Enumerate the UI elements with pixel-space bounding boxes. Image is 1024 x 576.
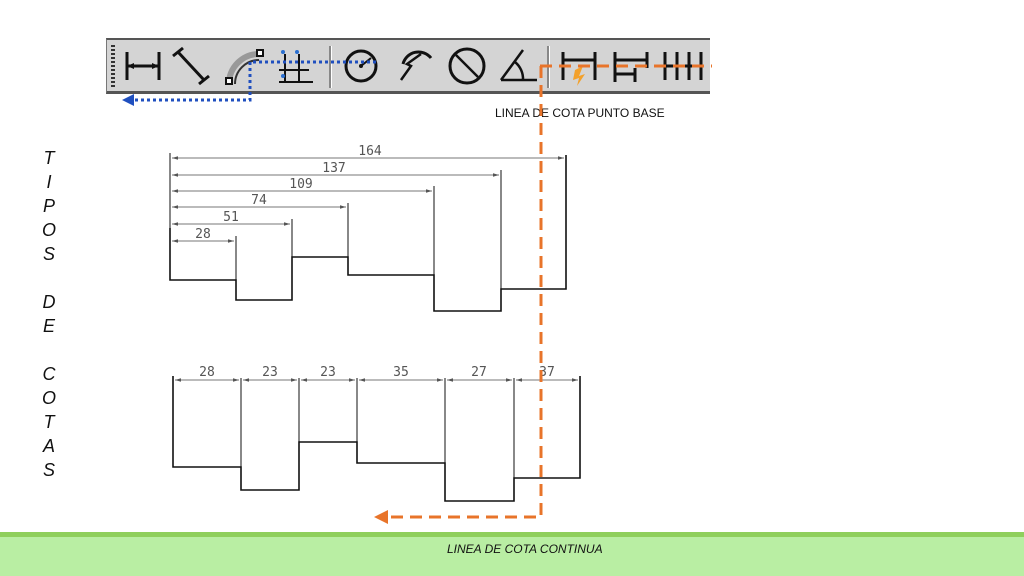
- linear-dimension-icon: [125, 52, 161, 80]
- radius-dimension-button[interactable]: [339, 44, 383, 88]
- baseline-dim-text: 137: [322, 161, 345, 176]
- side-title-tipos-de-cotas: T I P O S D E C O T A S: [41, 148, 56, 480]
- baseline-dimension-texts: 164 137 109 74 51 28: [195, 144, 382, 242]
- ordinate-dimension-button[interactable]: [273, 44, 317, 88]
- aligned-dimension-button[interactable]: [169, 44, 213, 88]
- baseline-dimension-label: LINEA DE COTA PUNTO BASE: [495, 106, 665, 120]
- angular-dimension-icon: [499, 49, 537, 82]
- linear-dimension-button[interactable]: [121, 44, 165, 88]
- continuous-dim-text: 37: [539, 365, 555, 380]
- continuous-dimension-texts: 28 23 23 35 27 37: [199, 365, 555, 380]
- radius-dimension-icon: [344, 49, 378, 83]
- baseline-profile: [169, 153, 567, 312]
- baseline-dimension-lines: [172, 156, 564, 243]
- continuous-profile: [172, 376, 581, 502]
- continuous-dim-text: 28: [199, 365, 215, 380]
- toolbar-grip-handle[interactable]: [109, 43, 117, 91]
- jogged-dimension-button[interactable]: [393, 44, 437, 88]
- continuous-profile-outline: [172, 376, 581, 502]
- baseline-dim-text: 51: [223, 210, 239, 225]
- jogged-dimension-icon: [399, 50, 433, 81]
- blue-arrowhead: [122, 94, 134, 106]
- baseline-dim-text: 109: [289, 177, 312, 192]
- ordinate-dimension-icon: [279, 50, 313, 83]
- orange-dashed-arrow: [388, 64, 712, 519]
- orange-arrowhead: [374, 510, 388, 524]
- continuous-dimension-label: LINEA DE COTA CONTINUA: [447, 542, 603, 556]
- continuous-dim-text: 23: [320, 365, 336, 380]
- blue-dotted-arrow: [132, 60, 376, 102]
- diameter-dimension-icon: [448, 47, 486, 85]
- baseline-profile-outline: [169, 155, 567, 312]
- diameter-dimension-button[interactable]: [445, 44, 489, 88]
- baseline-dim-text: 28: [195, 227, 211, 242]
- angular-dimension-button[interactable]: [497, 44, 541, 88]
- baseline-dim-text: 164: [358, 144, 382, 159]
- footer-band: [0, 532, 1024, 576]
- arc-length-dimension-icon: [225, 49, 264, 85]
- aligned-dimension-icon: [172, 46, 210, 86]
- continuous-dim-text: 35: [393, 365, 409, 380]
- baseline-dim-text: 74: [251, 193, 267, 208]
- arc-length-dimension-button[interactable]: [223, 44, 267, 88]
- toolbar-separator: [329, 46, 332, 88]
- dimension-toolbar: [106, 38, 710, 94]
- continuous-dim-text: 23: [262, 365, 278, 380]
- continuous-dim-text: 27: [471, 365, 487, 380]
